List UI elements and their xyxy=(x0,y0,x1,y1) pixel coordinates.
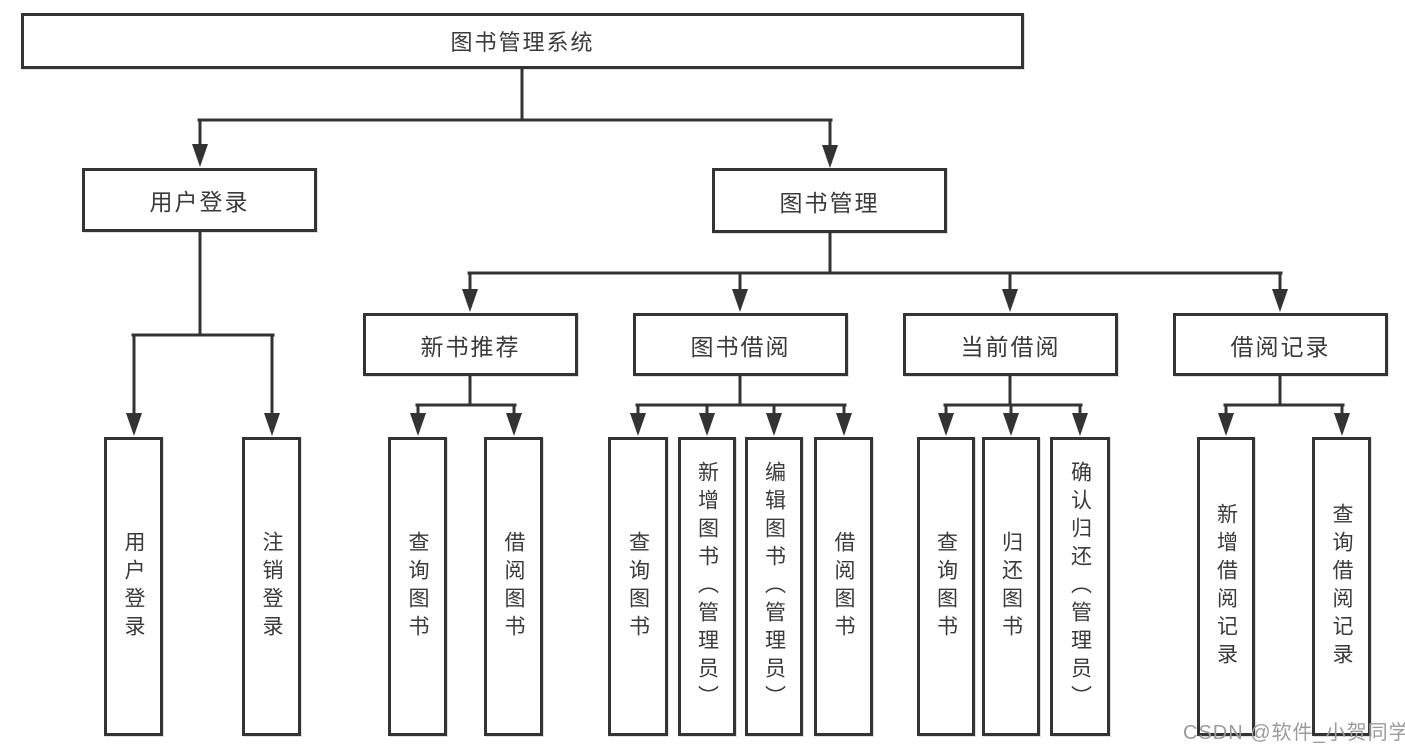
node-borrowing-records: 借阅记录 xyxy=(1173,313,1388,376)
node-label: 当前借阅 xyxy=(960,333,1061,360)
node-label: 新书推荐 xyxy=(420,333,521,360)
node-label: 查询图书 xyxy=(934,530,958,643)
node-label: 图书管理系统 xyxy=(450,30,595,55)
leaf-add-books-admin: 新增图书（管理员） xyxy=(678,437,736,736)
node-current-borrowing: 当前借阅 xyxy=(903,313,1118,376)
node-label: 新增借阅记录 xyxy=(1214,502,1238,671)
node-label: 借阅图书 xyxy=(502,530,525,643)
leaf-query-books-borrowing: 查询图书 xyxy=(608,437,668,736)
leaf-confirm-return-admin: 确认归还（管理员） xyxy=(1050,437,1110,736)
node-label: 归还图书 xyxy=(999,530,1023,643)
node-label: 查询图书 xyxy=(406,530,429,643)
node-label: 图书管理 xyxy=(779,189,880,216)
node-label: 确认归还（管理员） xyxy=(1068,460,1092,713)
leaf-query-borrow-record: 查询借阅记录 xyxy=(1312,437,1371,736)
node-label: 查询借阅记录 xyxy=(1330,502,1353,671)
node-label: 编辑图书（管理员） xyxy=(762,460,786,713)
node-label: 用户登录 xyxy=(149,189,250,215)
leaf-return-books: 归还图书 xyxy=(982,437,1040,736)
node-label: 注销登录 xyxy=(260,530,283,643)
node-user-login: 用户登录 xyxy=(82,168,317,232)
node-label: 图书借阅 xyxy=(690,333,791,360)
leaf-borrow-books: 借阅图书 xyxy=(814,437,873,736)
csdn-watermark: CSDN @软件_小贺同学 xyxy=(1183,722,1405,744)
node-label: 借阅图书 xyxy=(832,530,855,643)
node-label: 借阅记录 xyxy=(1230,333,1331,360)
node-label: 新增图书（管理员） xyxy=(695,460,719,713)
node-root-library-system: 图书管理系统 xyxy=(21,13,1024,69)
node-book-borrowing: 图书借阅 xyxy=(633,313,848,376)
leaf-logout: 注销登录 xyxy=(242,437,301,736)
node-book-management: 图书管理 xyxy=(712,168,947,233)
leaf-edit-books-admin: 编辑图书（管理员） xyxy=(745,437,803,736)
node-label: 查询图书 xyxy=(626,530,650,643)
arrowheads xyxy=(126,144,1350,436)
node-new-book-recommend: 新书推荐 xyxy=(363,313,578,376)
leaf-borrow-books-recommend: 借阅图书 xyxy=(484,437,543,736)
leaf-user-login: 用户登录 xyxy=(104,437,163,736)
leaf-query-books-recommend: 查询图书 xyxy=(388,437,447,736)
leaf-add-borrow-record: 新增借阅记录 xyxy=(1197,437,1255,736)
node-label: 用户登录 xyxy=(122,530,145,643)
leaf-query-books-current: 查询图书 xyxy=(917,437,975,736)
